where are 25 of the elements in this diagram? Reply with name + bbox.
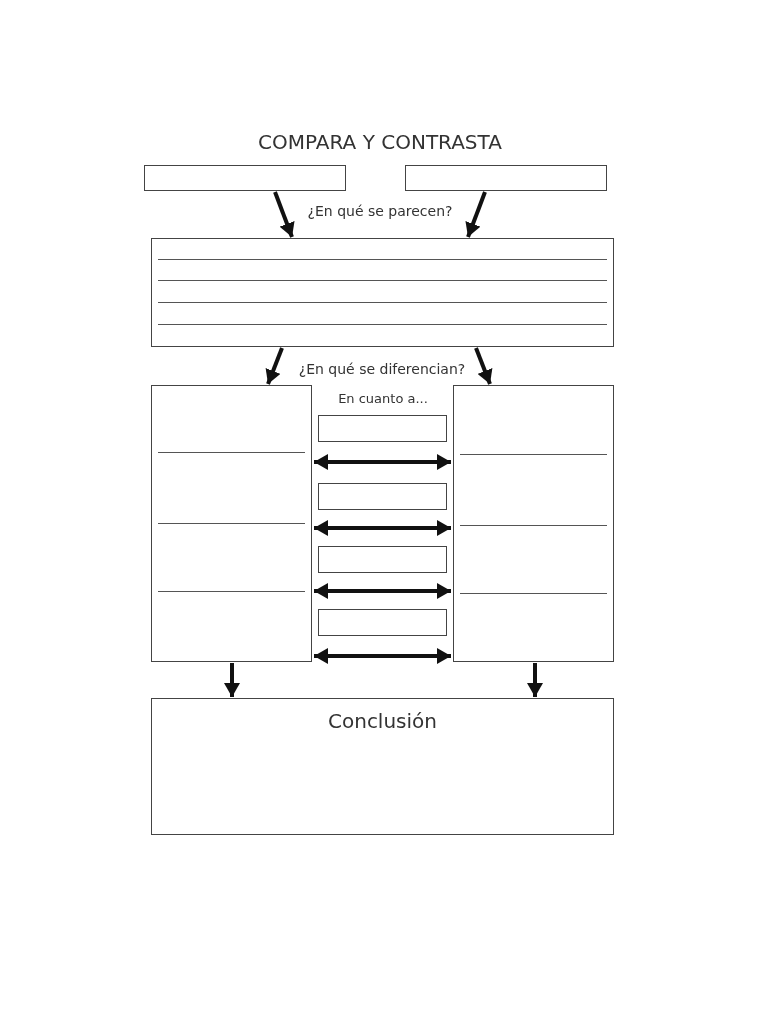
answer-box [453, 385, 614, 662]
arrow [527, 663, 543, 697]
double-arrow [314, 520, 451, 536]
worksheet-title: COMPARA Y CONTRASTA [258, 130, 502, 154]
answer-box [151, 238, 614, 347]
double-arrow [314, 583, 451, 599]
question-text: ¿En qué se diferencian? [298, 361, 466, 377]
arrow [474, 347, 493, 385]
arrow [224, 663, 240, 697]
topic-box [318, 483, 447, 510]
topic-box [318, 546, 447, 573]
prompt-text: En cuanto a... [338, 391, 428, 406]
conclusion-box [151, 698, 614, 835]
arrow [465, 191, 487, 238]
box-heading: Conclusión [328, 709, 437, 733]
answer-box [151, 385, 312, 662]
question-text: ¿En qué se parecen? [307, 203, 453, 219]
topic-box [318, 609, 447, 636]
arrow [273, 191, 295, 238]
double-arrow [314, 454, 451, 470]
name-box [144, 165, 346, 191]
name-box [405, 165, 607, 191]
arrow [265, 347, 284, 385]
topic-box [318, 415, 447, 442]
double-arrow [314, 648, 451, 664]
